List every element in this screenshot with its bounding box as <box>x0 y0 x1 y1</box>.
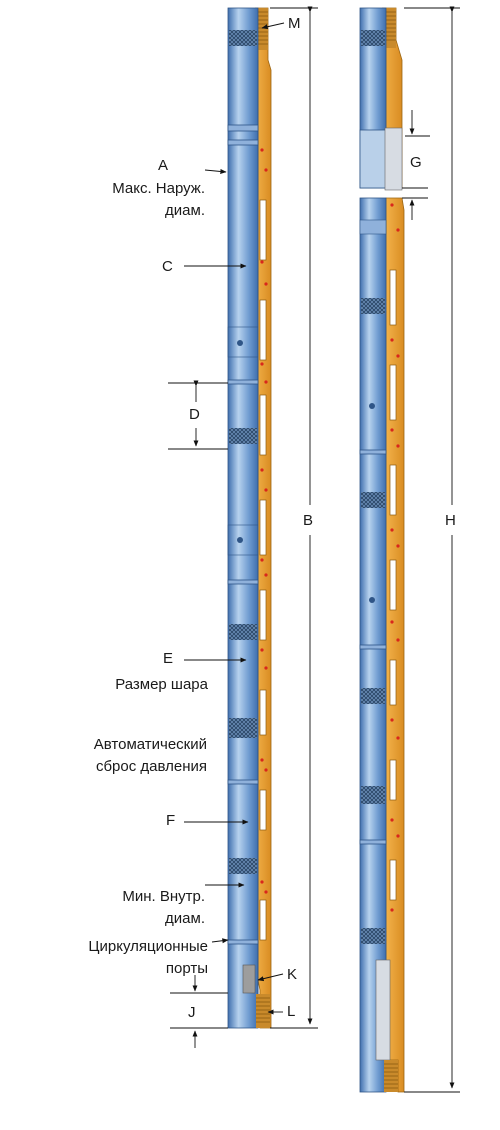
label-K: K <box>287 966 298 983</box>
right-tool <box>359 7 405 1093</box>
label-B: B <box>303 512 314 529</box>
left-knurl-5 <box>229 858 257 874</box>
label-M: M <box>288 15 301 32</box>
label-A-desc-2: диам. <box>165 202 205 219</box>
left-tool <box>227 7 272 1029</box>
leader-M <box>261 22 285 30</box>
label-H: H <box>445 512 456 529</box>
label-G: G <box>410 154 422 171</box>
label-auto-1: Автоматический <box>93 736 207 753</box>
label-D: D <box>189 406 200 423</box>
label-circ-1: Циркуляционные <box>88 938 208 955</box>
leader-K <box>257 973 284 982</box>
right-lower-brass <box>385 197 405 1093</box>
label-min-2: диам. <box>165 910 205 927</box>
left-knurl-3 <box>229 624 257 640</box>
label-E: E <box>163 650 174 667</box>
label-E-desc: Размер шара <box>115 676 208 693</box>
leader-circ <box>211 938 229 944</box>
label-circ-2: порты <box>165 960 208 977</box>
left-knurl-2 <box>229 428 257 444</box>
label-min-1: Мин. Внутр. <box>122 888 205 905</box>
left-knurl-4 <box>229 718 257 738</box>
label-A: A <box>158 157 169 174</box>
left-knurl-1 <box>229 30 257 46</box>
left-tool-tube <box>227 7 259 1029</box>
leader-A <box>204 168 227 174</box>
dimension-lines <box>168 6 460 1093</box>
label-auto-2: сброс давления <box>95 758 207 775</box>
label-C: C <box>162 258 173 275</box>
left-bottom-thread <box>256 994 270 1028</box>
label-J: J <box>188 1004 196 1021</box>
label-A-desc-1: Макс. Наруж. <box>112 180 205 197</box>
label-L: L <box>287 1003 296 1020</box>
label-F: F <box>166 812 176 829</box>
